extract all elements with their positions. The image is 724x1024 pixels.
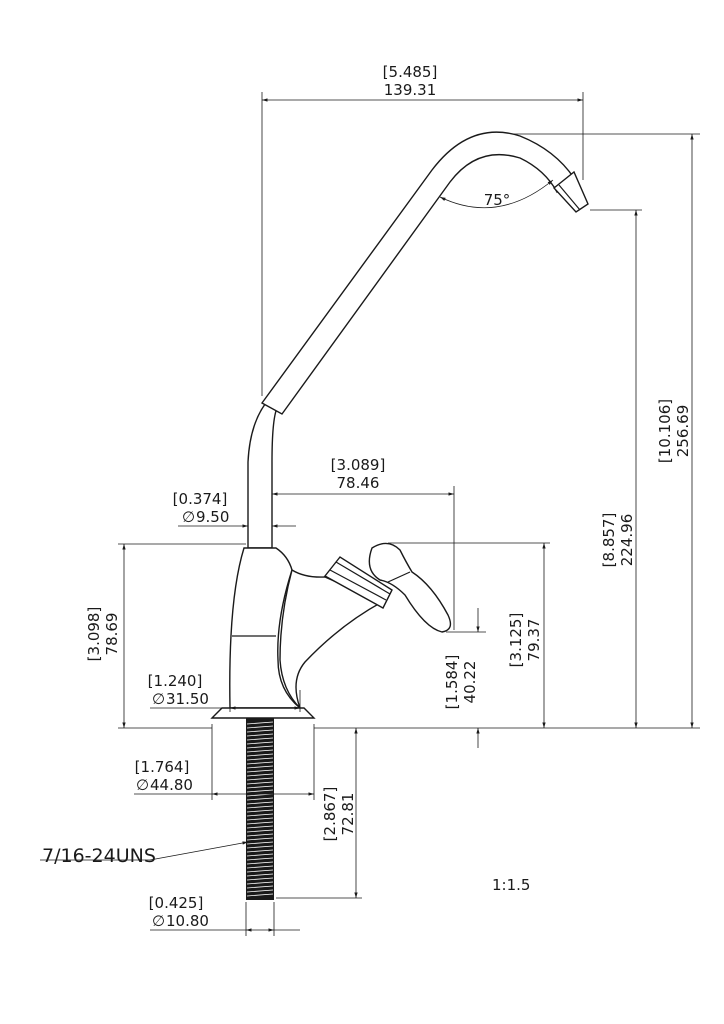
dimension-escutcheon-diameter: [1.764] ∅ 44.80 [134, 724, 315, 800]
lever-handle [368, 542, 452, 633]
dimension-base-diameter: [1.240] ∅ 31.50 [148, 672, 301, 712]
dimension-lever-top-height: [3.125] 79.37 [388, 542, 550, 728]
shank-diameter-mm: 10.80 [166, 912, 209, 930]
riser-diameter-symbol: ∅ [182, 508, 195, 526]
dimension-riser-diameter: [0.374] ∅ 9.50 [173, 490, 296, 528]
dimension-shank-diameter: [0.425] ∅ 10.80 [149, 894, 300, 936]
lever-top-height-mm: 79.37 [525, 619, 543, 662]
shank-length-inch: [2.867] [321, 787, 339, 842]
spout-tube [260, 131, 575, 415]
shank-diameter-inch: [0.425] [149, 894, 204, 912]
body-height-mm: 78.69 [103, 613, 121, 656]
dimension-body-height: [3.098] 78.69 [85, 543, 246, 729]
outlet-height-mm: 224.96 [618, 514, 636, 567]
thread-spec-label: 7/16-24UNS [42, 845, 156, 867]
dimension-overall-width: [5.485] 139.31 [261, 63, 584, 396]
shank-diameter-symbol: ∅ [152, 912, 165, 930]
dimension-shank-length: [2.867] 72.81 [276, 728, 362, 899]
riser-diameter-mm: 9.50 [196, 508, 229, 526]
dimension-spout-angle: 75° [439, 179, 554, 209]
escutcheon-diameter-symbol: ∅ [136, 776, 149, 794]
lever-housing [279, 568, 384, 709]
dimension-lever-reach: [3.089] 78.46 [272, 456, 455, 630]
spout-angle-label: 75° [484, 191, 511, 209]
outlet-height-inch: [8.857] [600, 513, 618, 568]
thread-callout: 7/16-24UNS [40, 841, 249, 867]
lever-reach-mm: 78.46 [337, 474, 380, 492]
threaded-shank [246, 718, 274, 900]
escutcheon [210, 707, 316, 719]
escutcheon-diameter-inch: [1.764] [135, 758, 190, 776]
base-diameter-symbol: ∅ [152, 690, 165, 708]
body-height-inch: [3.098] [85, 607, 103, 662]
overall-width-mm: 139.31 [384, 81, 437, 99]
riser-diameter-inch: [0.374] [173, 490, 228, 508]
shank-length-mm: 72.81 [339, 793, 357, 836]
total-height-inch: [10.106] [656, 399, 674, 463]
aerator [552, 170, 589, 213]
scale-label: 1:1.5 [492, 876, 530, 894]
total-height-mm: 256.69 [674, 405, 692, 458]
base-diameter-inch: [1.240] [148, 672, 203, 690]
lever-tip-height-mm: 40.22 [461, 661, 479, 704]
riser-pipe [247, 396, 278, 549]
lever-top-height-inch: [3.125] [507, 613, 525, 668]
dimension-total-height: [10.106] 256.69 [512, 133, 700, 728]
dimension-lever-tip-height: [1.584] 40.22 [443, 608, 486, 748]
overall-width-inch: [5.485] [383, 63, 438, 81]
faucet-body [229, 547, 302, 709]
faucet-outline [210, 131, 589, 900]
escutcheon-diameter-mm: 44.80 [150, 776, 193, 794]
lever-tip-height-inch: [1.584] [443, 655, 461, 710]
lever-reach-inch: [3.089] [331, 456, 386, 474]
lever-collar [323, 556, 393, 609]
dimension-outlet-height: [8.857] 224.96 [590, 209, 642, 728]
base-diameter-mm: 31.50 [166, 690, 209, 708]
